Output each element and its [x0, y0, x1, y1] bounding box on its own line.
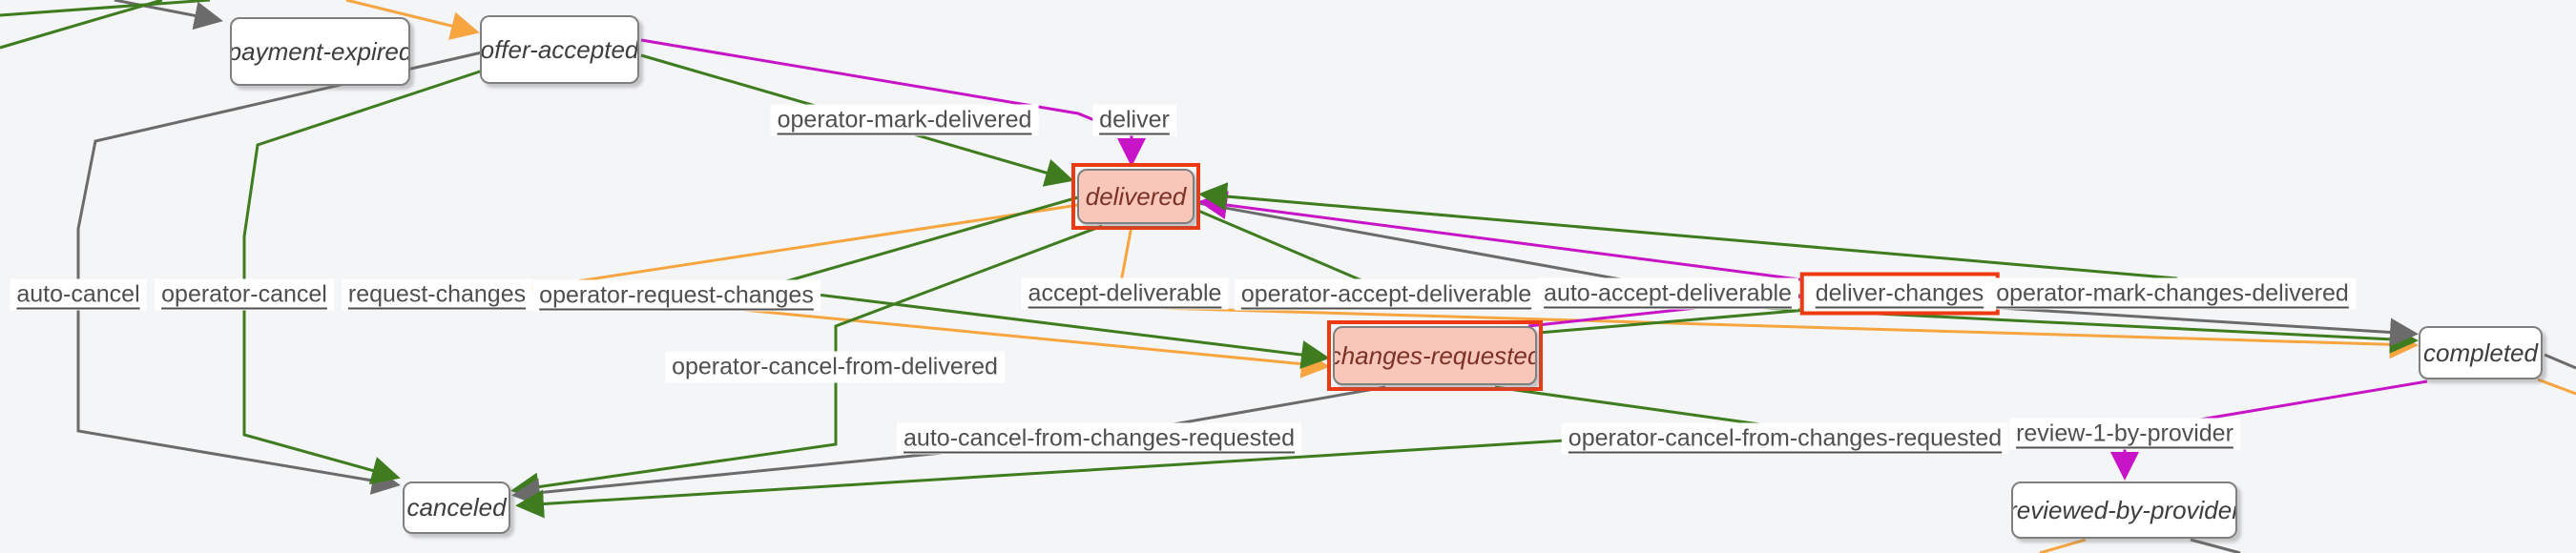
- edge-into-offer-accepted: [345, 0, 480, 40]
- edge-offscreen-green-shallow: [0, 0, 211, 17]
- state-offer-accepted[interactable]: offer-accepted: [480, 15, 639, 84]
- label-operator-cancel-from-changes-requested[interactable]: operator-cancel-from-changes-requested: [1561, 422, 2009, 455]
- label-operator-cancel[interactable]: operator-cancel: [155, 278, 334, 311]
- edge-completed-out-bottomright: [2537, 378, 2576, 396]
- edge-operator-mark-changes-delivered: [1198, 182, 2178, 335]
- edge-reviewed-out-left: [2039, 538, 2087, 553]
- label-accept-deliverable[interactable]: accept-deliverable: [1021, 277, 1229, 310]
- label-review-1-by-provider[interactable]: review-1-by-provider: [2009, 418, 2240, 450]
- label-operator-mark-changes-delivered[interactable]: operator-mark-changes-delivered: [1989, 277, 2356, 310]
- label-operator-mark-delivered[interactable]: operator-mark-delivered: [770, 104, 1039, 136]
- label-auto-cancel-from-changes-requested[interactable]: auto-cancel-from-changes-requested: [897, 422, 1301, 455]
- edge-deliver: [640, 38, 1146, 167]
- label-operator-cancel-from-delivered: operator-cancel-from-delivered: [665, 351, 1005, 383]
- label-auto-accept-deliverable[interactable]: auto-accept-deliverable: [1537, 277, 1798, 310]
- label-auto-cancel[interactable]: auto-cancel: [10, 278, 147, 311]
- label-operator-accept-deliverable[interactable]: operator-accept-deliverable: [1234, 278, 1539, 311]
- state-completed[interactable]: completed: [2419, 326, 2543, 379]
- edge-operator-cancel-from-delivered: [510, 224, 1103, 502]
- label-deliver-changes[interactable]: deliver-changes: [1799, 272, 2000, 316]
- label-deliver[interactable]: deliver: [1092, 104, 1176, 136]
- state-reviewed-by-provider[interactable]: reviewed-by-provider: [2011, 481, 2237, 539]
- label-request-changes[interactable]: request-changes: [341, 278, 533, 311]
- edge-into-payment-expired: [114, 0, 223, 31]
- edge-reviewed-out-right: [2190, 538, 2241, 553]
- state-payment-expired[interactable]: payment-expired: [230, 17, 410, 86]
- edge-completed-out-right: [2544, 353, 2576, 370]
- state-delivered[interactable]: delivered: [1077, 169, 1195, 224]
- state-changes-requested[interactable]: changes-requested: [1333, 326, 1537, 385]
- edge-offscreen-green-steep: [0, 0, 163, 50]
- label-operator-request-changes[interactable]: operator-request-changes: [532, 279, 821, 312]
- edge-auto-cancel: [76, 51, 483, 495]
- edge-operator-cancel: [242, 69, 484, 485]
- state-canceled[interactable]: canceled: [403, 481, 510, 534]
